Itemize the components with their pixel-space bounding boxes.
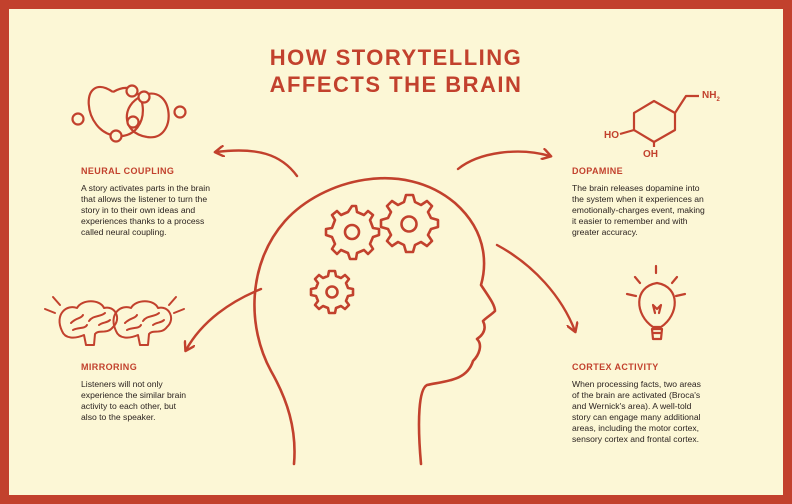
dopamine-heading: DOPAMINE [572,166,624,176]
dopamine-molecule-icon [619,94,699,147]
infographic-frame: HOW STORYTELLING AFFECTS THE BRAIN NH2 H… [9,9,783,495]
molecule-nh2-label: NH2 [702,90,720,103]
arrows [186,150,575,350]
head-with-gears-icon [253,176,497,466]
arrow-to-cortex-activity [495,243,575,331]
lightbulb-icon [625,264,687,341]
mirroring-text: Listeners will not only experience the s… [81,379,187,422]
arrow-to-dopamine [456,152,550,171]
brain-pair-icon [44,296,185,346]
cortex-activity-heading: CORTEX ACTIVITY [572,362,659,372]
arrow-to-neural-coupling [216,150,299,178]
arrow-to-mirroring [186,287,263,350]
neural-coupling-text: A story activates parts in the brain tha… [81,183,210,237]
title-line-2: AFFECTS THE BRAIN [269,72,523,97]
molecule-ho-label: HO [604,130,619,141]
cortex-activity-text: When processing facts, two areas of the … [572,379,701,444]
title-line-1: HOW STORYTELLING [269,45,523,70]
molecule-oh-label: OH [643,149,658,160]
illustration-layer [44,84,699,466]
mirroring-heading: MIRRORING [81,362,138,372]
neural-coupling-heading: NEURAL COUPLING [81,166,175,176]
neural-coupling-icon [71,84,187,143]
dopamine-text: The brain releases dopamine into the sys… [572,183,705,237]
